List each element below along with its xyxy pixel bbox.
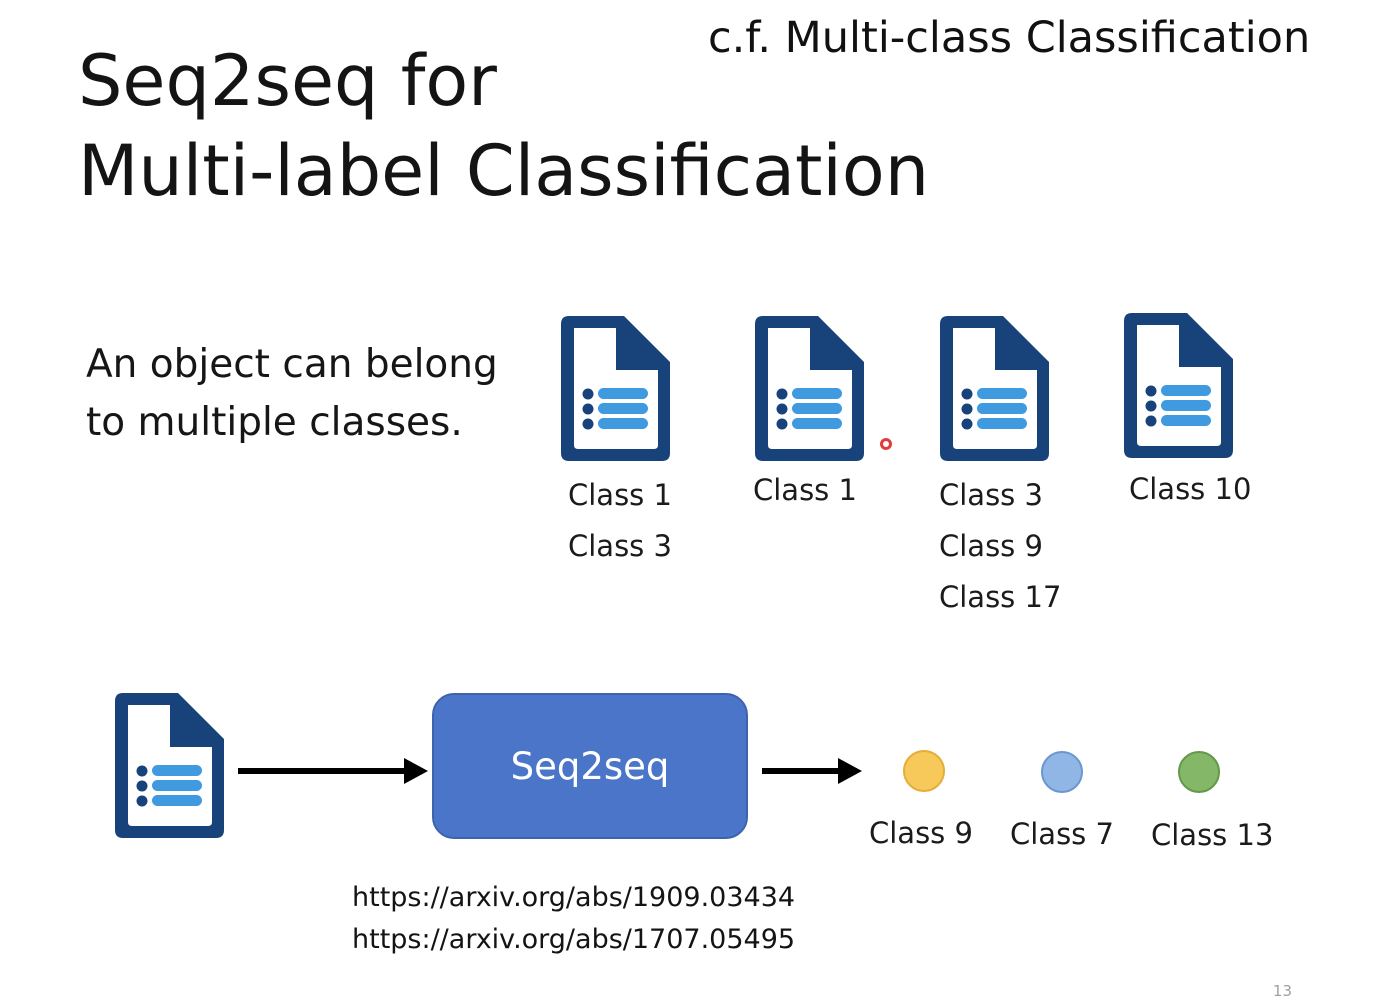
input-arrow	[238, 758, 428, 784]
example-3-label-3: Class 17	[939, 580, 1062, 614]
output-dot-class-13	[1178, 751, 1220, 793]
input-document-icon	[112, 691, 226, 841]
output-label-3: Class 13	[1151, 818, 1274, 852]
reference-links: https://arxiv.org/abs/1909.03434 https:/…	[352, 877, 795, 961]
document-list-icon	[558, 314, 672, 464]
description-line-1: An object can belong	[86, 342, 498, 387]
description-line-2: to multiple classes.	[86, 400, 463, 445]
output-arrow	[762, 758, 862, 784]
example-1-label-2: Class 3	[568, 529, 672, 563]
example-4-label-1: Class 10	[1129, 472, 1252, 506]
seq2seq-model-box: Seq2seq	[432, 693, 748, 839]
document-list-icon	[1121, 311, 1235, 461]
reference-link-2[interactable]: https://arxiv.org/abs/1707.05495	[352, 924, 796, 955]
document-list-icon	[752, 314, 866, 464]
slide-title-line-2: Multi-label Classification	[78, 130, 930, 212]
reference-link-1[interactable]: https://arxiv.org/abs/1909.03434	[352, 882, 796, 913]
example-3-labels: Class 3 Class 9 Class 17	[939, 470, 1061, 623]
cf-title: c.f. Multi-class Classification	[708, 13, 1311, 63]
description-text: An object can belong to multiple classes…	[86, 336, 498, 452]
slide-title: Seq2seq for Multi-label Classification	[78, 36, 929, 216]
seq2seq-model-label: Seq2seq	[510, 744, 670, 788]
output-label-1: Class 9	[869, 816, 973, 850]
example-2-labels: Class 1	[753, 465, 857, 516]
slide-title-line-1: Seq2seq for	[78, 40, 497, 122]
laser-pointer-dot	[880, 438, 892, 450]
example-3-label-2: Class 9	[939, 529, 1043, 563]
example-1-labels: Class 1 Class 3	[568, 470, 672, 572]
document-list-icon	[937, 314, 1051, 464]
example-1-label-1: Class 1	[568, 478, 672, 512]
output-dot-class-9	[903, 750, 945, 792]
example-4-labels: Class 10	[1129, 464, 1251, 515]
output-label-2: Class 7	[1010, 817, 1114, 851]
example-3-label-1: Class 3	[939, 478, 1043, 512]
output-dot-class-7	[1041, 751, 1083, 793]
page-number: 13	[1272, 982, 1292, 1000]
example-2-label-1: Class 1	[753, 473, 857, 507]
